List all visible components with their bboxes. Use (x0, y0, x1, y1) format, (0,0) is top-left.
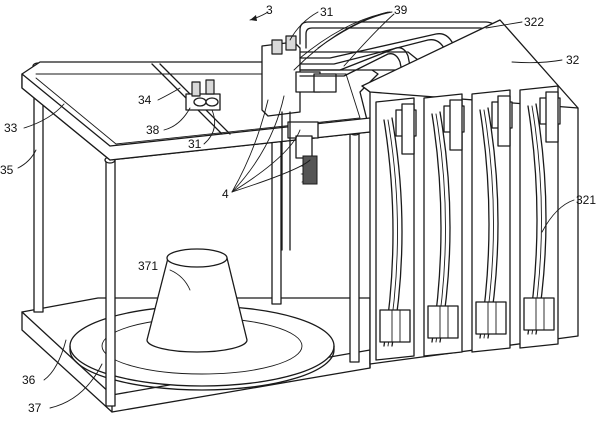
callout-labels: 3 31 39 322 32 34 33 38 31 35 4 321 371 … (0, 3, 596, 415)
label-32: 32 (566, 53, 580, 67)
carriage-head (261, 35, 337, 185)
magazine-slot-4 (519, 85, 561, 349)
magazine-slot-2 (423, 93, 465, 357)
label-31-top: 31 (320, 5, 334, 19)
label-371: 371 (138, 259, 158, 273)
label-322: 322 (524, 15, 544, 29)
label-36: 36 (22, 373, 36, 387)
label-35: 35 (0, 163, 14, 177)
label-31-lower: 31 (188, 137, 202, 151)
label-321: 321 (576, 193, 596, 207)
label-33: 33 (4, 121, 18, 135)
cone-mold (146, 248, 248, 353)
leader-lines (17, 11, 575, 409)
label-39: 39 (394, 3, 408, 17)
label-4: 4 (222, 187, 229, 201)
label-3: 3 (266, 3, 273, 17)
label-34: 34 (138, 93, 152, 107)
magazine-slot-3 (471, 89, 513, 353)
label-37: 37 (28, 401, 42, 415)
side-mount-assembly (185, 79, 221, 111)
magazine-slot-1 (375, 97, 417, 361)
label-38: 38 (146, 123, 160, 137)
lead-screw (281, 111, 291, 251)
